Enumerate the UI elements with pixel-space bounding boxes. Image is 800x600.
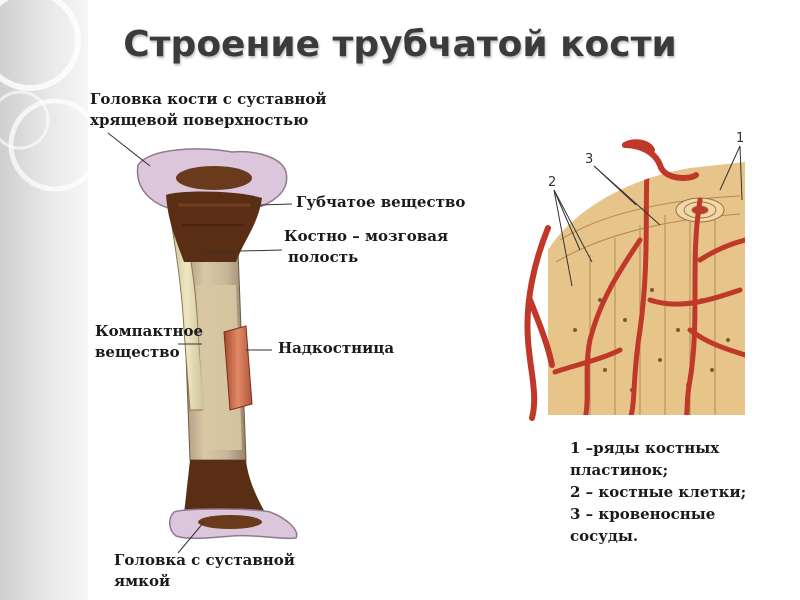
top-spongy-bone: [166, 191, 262, 262]
micro-number-1: 1: [736, 131, 744, 146]
legend-line-1: 1 –ряды костных: [570, 439, 720, 457]
decorative-side-band: [0, 0, 88, 600]
micro-number-3: 3: [585, 152, 593, 167]
microstructure-legend: 1 –ряды костных пластинок; 2 – костные к…: [570, 437, 746, 547]
bottom-spongy-bone: [184, 460, 266, 514]
micro-number-2: 2: [548, 175, 556, 190]
leader-head-bottom: [177, 521, 205, 554]
decorative-rings: [0, 0, 88, 192]
label-head-bottom: Головка с суставной ямкой: [114, 551, 295, 590]
micro-pointer-lines: [553, 145, 743, 287]
external-vessels: [524, 139, 699, 421]
label-periosteum: Надкостница: [278, 339, 395, 357]
bottom-spongy-inner: [198, 515, 262, 529]
blood-vessels: [552, 162, 745, 415]
legend-line-2: пластинок;: [570, 461, 669, 479]
leader-head-top: [107, 132, 151, 167]
page-title: Строение трубчатой кости: [123, 24, 677, 65]
periosteum-flap: [223, 325, 253, 411]
legend-line-4: 3 – кровеносные: [570, 505, 716, 523]
label-marrow-cavity: Костно – мозговая полость: [284, 227, 449, 266]
leader-spongy: [257, 203, 293, 206]
label-spongy: Губчатое вещество: [296, 193, 466, 211]
label-compact: Компактное вещество: [95, 322, 204, 361]
legend-line-5: сосуды.: [570, 527, 639, 545]
leader-marrow: [201, 249, 283, 253]
top-spongy-inner: [176, 166, 252, 190]
legend-line-3: 2 – костные клетки;: [570, 483, 747, 501]
label-head-top: Головка кости с суставной хрящевой повер…: [90, 90, 327, 129]
